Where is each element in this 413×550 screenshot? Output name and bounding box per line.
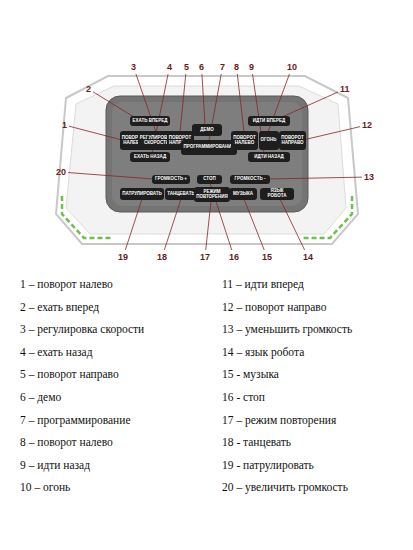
callout-number: 14 [303,252,313,262]
green-accent-left [62,196,112,238]
button-panel [106,96,308,212]
legend-item: 19 - патрулировать [222,459,314,471]
leader-lines [68,74,362,250]
legend-item: 15 - музыка [222,368,279,380]
remote-button: ОГОНЬ [259,131,279,150]
callout-number: 2 [86,84,91,94]
remote-button: МУЗЫКА [229,188,257,200]
leader-line [164,199,181,250]
callout-number: 16 [229,252,239,262]
legend-item: 17 – режим повторения [222,414,336,426]
legend-item: 10 – огонь [20,481,70,493]
legend-item: 5 – поворот направо [20,368,119,380]
button-text: ПАТРУЛИРОВАТЬ [122,192,161,197]
button-text: ЕХАТЬ НАЗАД [134,155,166,160]
remote-button: ИДТИ НАЗАД [248,152,290,162]
remote-button: ИДТИ ВПЕРЕД [248,116,290,126]
button-text: ДЕМО [200,128,213,133]
green-accent-right [302,196,352,238]
remote-button: ЕХАТЬ ВПЕРЕД [130,116,170,126]
callout-number: 12 [362,120,372,130]
remote-button: ДЕМО [192,124,222,136]
legend-item: 2 – ехать вперед [20,301,99,313]
leader-line [69,126,122,140]
callout-number: 13 [364,172,374,182]
legend-item: 11 – идти вперед [222,278,304,290]
callout-number: 7 [220,62,225,72]
legend-item: 6 – демо [20,391,61,403]
leader-line [280,199,305,250]
callout-number: 11 [340,84,350,94]
remote-button: ПАТРУЛИРОВАТЬ [120,188,164,200]
callout-number: 18 [157,252,167,262]
leader-line [125,199,142,250]
leader-line [282,92,338,117]
remote-button: ПОВОРОТ НАПРАВО [279,131,306,150]
remote-button: ЕХАТЬ НАЗАД [130,152,170,162]
callout-number: 15 [262,252,272,262]
remote-button: СТОП [197,175,222,184]
button-text: МУЗЫКА [233,192,253,197]
button-text: ПРОГРАММИРОВАНИЕ [183,145,234,150]
leader-line [268,177,362,179]
legend-item: 20 – увеличить громкость [222,481,348,493]
callout-number: 4 [167,62,172,72]
legend-item: 8 – поворот налево [20,436,113,448]
remote-button: ГРОМКОСТЬ - [230,175,270,184]
remote-button: ПРОГРАММИРОВАНИЕ [181,140,237,155]
callout-number: 19 [118,252,128,262]
legend-item: 18 - танцевать [222,436,291,448]
callout-number: 10 [287,62,297,72]
callout-number: 6 [199,62,204,72]
legend-item: 7 – программирование [20,414,130,426]
callout-number: 17 [200,252,210,262]
legend-item: 12 – поворот направо [222,301,326,313]
callout-number: 1 [62,120,67,130]
remote-housing [56,76,358,244]
button-text: ИДТИ ВПЕРЕД [253,119,285,124]
legend-item: 3 – регулировка скорости [20,323,144,335]
callout-number: 3 [131,62,136,72]
leader-line [202,74,205,125]
legend-item: 13 – уменьшить громкость [222,323,352,335]
remote-button: ГРОМКОСТЬ + [152,175,190,184]
leader-line [93,92,134,117]
callout-number: 5 [184,62,189,72]
button-text: ТАНЦЕВАТЬ [167,192,194,197]
button-text: РЕЖИМ ПОВТОРЕНИЯ [196,190,228,199]
leader-line [68,173,153,179]
button-panel-inner [112,102,302,206]
button-text: ПОВОРОТ НАПРАВО [281,136,304,145]
leader-line [303,127,360,140]
remote-button: ЯЗЫК РОБОТА [260,188,294,200]
legend-item: 9 – идти назад [20,459,90,471]
button-text: ЕХАТЬ ВПЕРЕД [133,119,168,124]
leader-line [180,74,186,132]
remote-button: ПОВОРОТ НАЛЕВО [231,131,258,150]
legend-item: 4 – ехать назад [20,346,93,358]
legend-item: 14 – язык робота [222,346,304,358]
leader-line [206,201,211,250]
button-text: СТОП [203,177,216,182]
button-text: ОГОНЬ [261,138,277,143]
callout-number: 20 [56,167,66,177]
legend-item: 16 - стоп [222,391,265,403]
housing-inner-rim [66,86,346,234]
callout-number: 9 [249,62,254,72]
callout-number: 8 [234,62,239,72]
button-text: ГРОМКОСТЬ + [155,177,187,182]
leader-line [237,74,244,132]
legend-item: 1 – поворот налево [20,278,113,290]
remote-button: ТАНЦЕВАТЬ [165,188,197,200]
remote-button: РЕЖИМ ПОВТОРЕНИЯ [194,187,230,202]
leader-line [244,199,264,250]
button-text: ЯЗЫК РОБОТА [262,189,292,198]
button-text: ИДТИ НАЗАД [254,155,284,160]
button-text: ПОВОРОТ НАЛЕВО [233,136,256,145]
button-text: ГРОМКОСТЬ - [235,177,266,182]
